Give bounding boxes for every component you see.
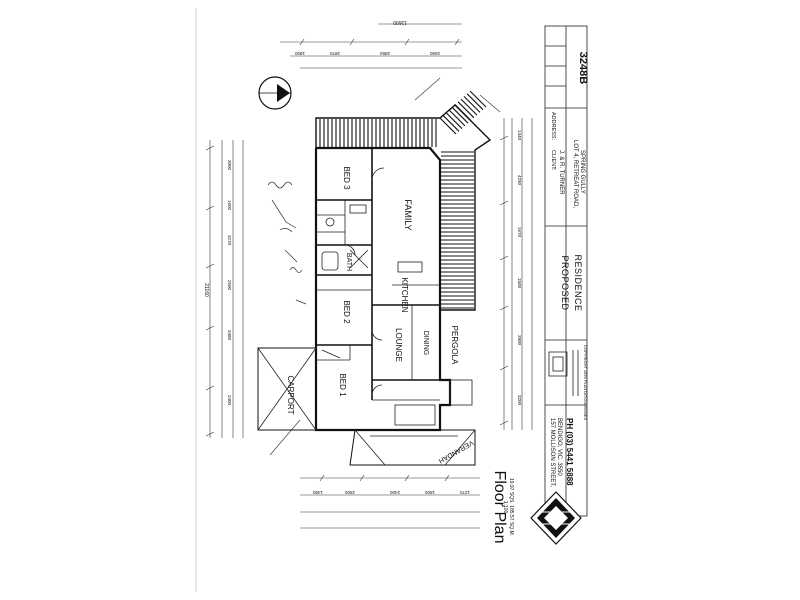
top-dimension-label: 2690 bbox=[429, 51, 440, 56]
left-dimension-label: 2400 bbox=[227, 395, 232, 406]
top-dimension-chain: 1800 3870 2850 2690 bbox=[294, 51, 440, 56]
project-line-1: PROPOSED bbox=[560, 255, 570, 310]
room-carport: CARPORT bbox=[286, 376, 295, 415]
plan-area: 19.97 SQS. 185.57 SQ.M. bbox=[508, 478, 514, 536]
client-name: J. & R. TURNER bbox=[558, 150, 564, 195]
roof-hatch-line bbox=[469, 90, 487, 108]
roof-hatch-line bbox=[439, 117, 457, 135]
roof-hatch-line bbox=[460, 98, 478, 116]
room-bed-2: BED 2 bbox=[342, 300, 351, 324]
room-lounge: LOUNGE bbox=[394, 328, 403, 362]
room-bed-3: BED 3 bbox=[342, 166, 351, 190]
company-logo-icon bbox=[530, 491, 582, 545]
left-dimension-label: 3480 bbox=[227, 330, 232, 341]
room-kitchen: KITCHEN bbox=[400, 277, 409, 312]
address-label: ADDRESS: bbox=[550, 112, 556, 141]
top-dimension-label: 2850 bbox=[379, 51, 390, 56]
project-line-2: RESIDENCE bbox=[573, 254, 583, 311]
roof-hatch-line bbox=[466, 93, 484, 111]
bottom-dimension-chain: 1490 2800 2400 1800 1270 bbox=[312, 490, 470, 495]
company-address-1: 157 MOLLISON STREET, bbox=[549, 418, 555, 487]
carport bbox=[257, 347, 317, 431]
roof-hatch-line bbox=[445, 112, 463, 129]
roof-hatch-line bbox=[448, 109, 466, 127]
job-number: 3248B bbox=[577, 52, 589, 84]
bottom-dimension-label: 2400 bbox=[389, 490, 400, 495]
plan-scale: 1:100 bbox=[502, 501, 508, 514]
verandah bbox=[349, 429, 476, 466]
left-dimension-label: 3270 bbox=[227, 235, 232, 246]
left-dimension-chain: 3000 1600 3270 2600 3480 2400 bbox=[227, 160, 232, 406]
room-bath: BATH bbox=[345, 253, 352, 271]
roof-hatch-line bbox=[454, 104, 472, 121]
left-dimension-label: 3000 bbox=[227, 160, 232, 171]
north-arrow-icon bbox=[258, 76, 292, 110]
bottom-dimension-label: 1800 bbox=[424, 490, 435, 495]
roof-hatch-line bbox=[442, 114, 460, 132]
roof-hatch-line bbox=[463, 96, 481, 113]
handwritten-notes bbox=[267, 181, 307, 305]
address-line-2: SPRING GULLY bbox=[579, 150, 585, 194]
company-address-2: BENDIGO, VIC. 3550 bbox=[556, 418, 562, 476]
overall-length-label: 21160 bbox=[203, 283, 209, 297]
right-dimension-label: 1500 bbox=[517, 278, 522, 289]
room-family: FAMILY bbox=[403, 199, 413, 230]
bottom-dimension-label: 1270 bbox=[459, 490, 470, 495]
copyright: COPYRIGHT 1999 PLANTATION HOMES bbox=[583, 345, 588, 420]
roof-hatching bbox=[315, 90, 492, 311]
plan-title-block: Floor Plan 1:100 19.97 SQS. 185.57 SQ.M. bbox=[491, 471, 514, 544]
right-dimension-label: 4290 bbox=[517, 175, 522, 186]
right-dimension-label: 1440 bbox=[517, 130, 522, 141]
roof-hatch-line bbox=[451, 106, 469, 124]
left-dimension-label: 2600 bbox=[227, 280, 232, 291]
top-dimension-label: 3870 bbox=[329, 51, 340, 56]
right-dimension-label: 3900 bbox=[517, 335, 522, 346]
room-bed-1: BED 1 bbox=[338, 373, 347, 397]
address-line-1: LOT 4, RETREAT ROAD, bbox=[572, 140, 578, 208]
client-label: CLIENT: bbox=[550, 150, 556, 171]
right-dimension-chain: 1440 4290 1670 1500 3900 3200 bbox=[517, 130, 522, 406]
company-mark-icon bbox=[548, 351, 568, 377]
left-dimension-label: 1600 bbox=[227, 200, 232, 211]
room-dining: DINING bbox=[422, 331, 429, 356]
room-pergola: PERGOLA bbox=[450, 326, 459, 365]
overall-width-label: 11600 bbox=[393, 19, 407, 25]
dimension-lines bbox=[205, 23, 533, 529]
bottom-dimension-label: 2800 bbox=[344, 490, 355, 495]
company-phone: PH (03) 5441 5888 bbox=[565, 418, 574, 486]
right-dimension-label: 3200 bbox=[517, 395, 522, 406]
roof-hatch-line bbox=[457, 101, 475, 119]
right-dimension-label: 1670 bbox=[517, 227, 522, 238]
plan-title: Floor Plan bbox=[491, 471, 508, 544]
top-dimension-label: 1800 bbox=[294, 51, 305, 56]
bottom-dimension-label: 1490 bbox=[312, 490, 323, 495]
